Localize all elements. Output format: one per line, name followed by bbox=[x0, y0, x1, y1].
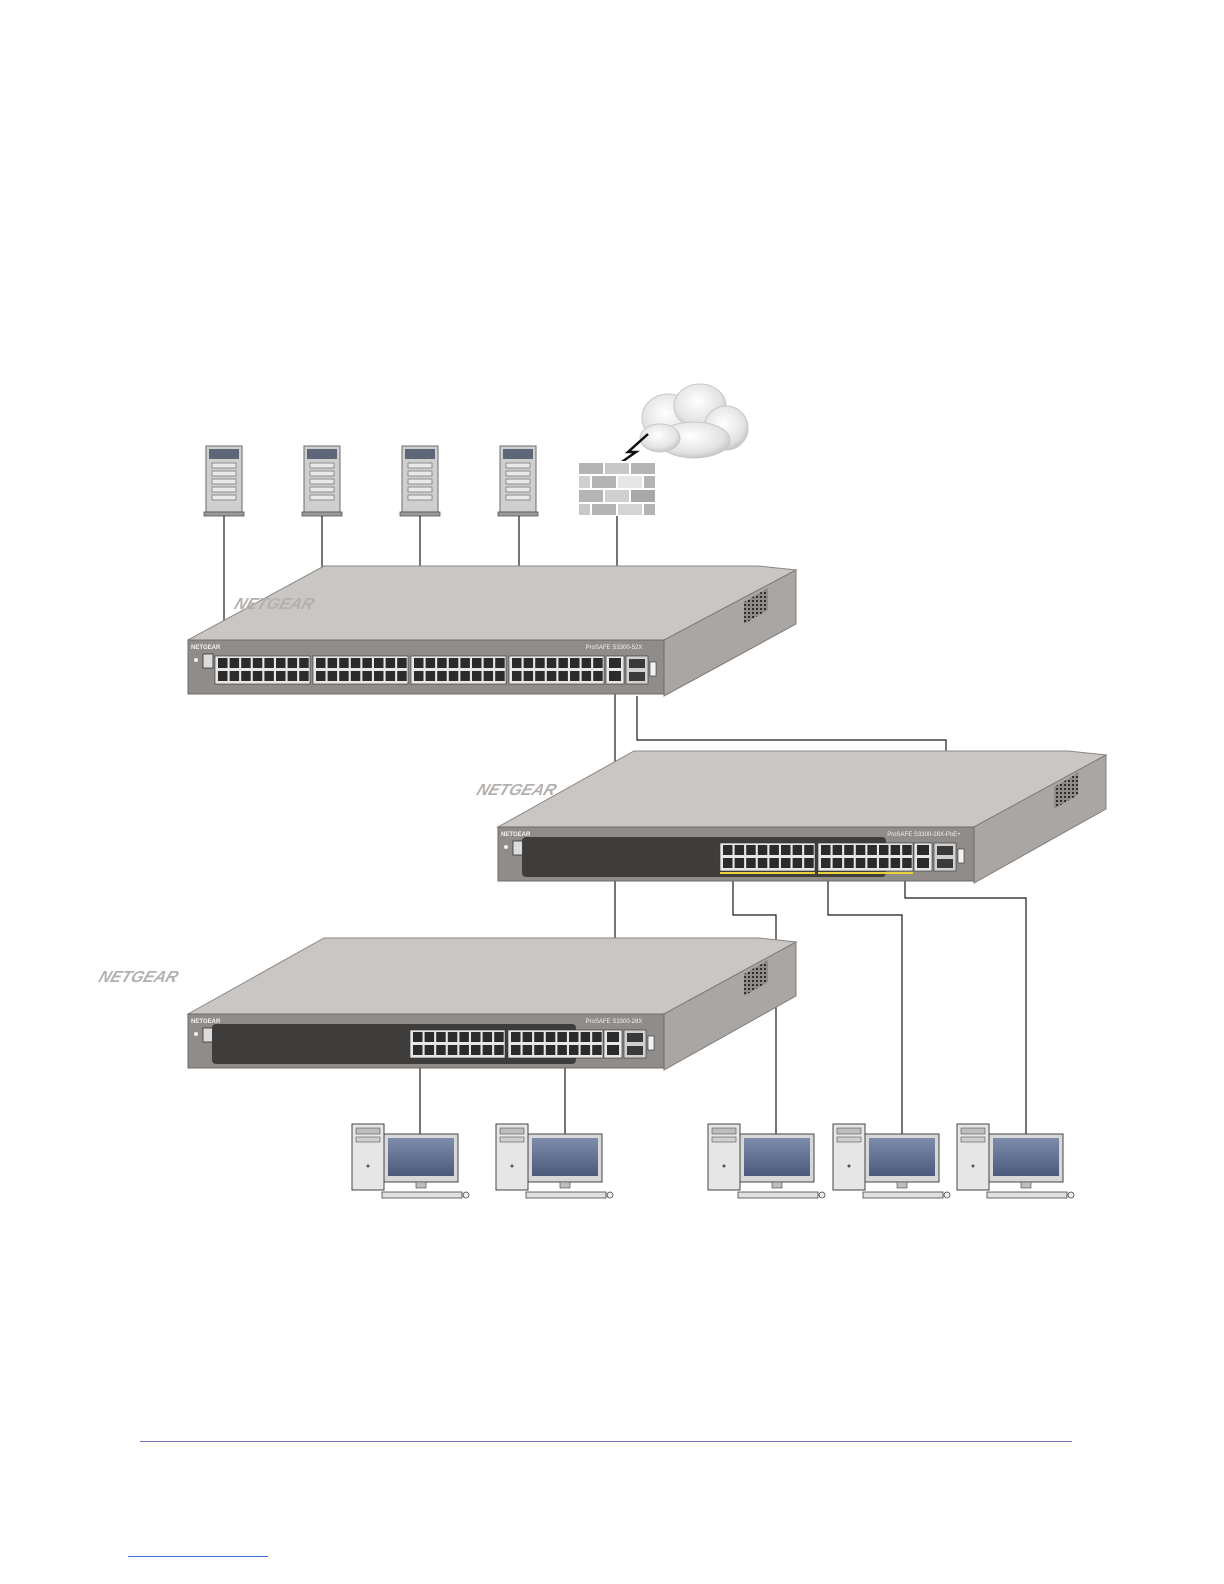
footer-link-underline bbox=[128, 1556, 268, 1557]
switch-model-label: ProSAFE S3300-52X bbox=[586, 645, 643, 651]
switch-model-label: ProSAFE S3300-28X-PoE+ bbox=[887, 832, 961, 838]
port-block bbox=[720, 843, 815, 874]
port-block bbox=[508, 1030, 603, 1058]
server-tower-icon bbox=[302, 446, 342, 516]
switch-top-logo: NETGEAR bbox=[474, 780, 559, 798]
port-block bbox=[509, 656, 604, 684]
switch-top-logo: NETGEAR bbox=[232, 594, 317, 612]
cable-middle-pc-5 bbox=[905, 878, 1026, 1134]
desktop-computer-icon bbox=[833, 1124, 950, 1198]
cable-middle-pc-4 bbox=[828, 878, 902, 1134]
switch-brand-label: NETGEAR bbox=[191, 645, 221, 651]
port-block bbox=[313, 656, 408, 684]
switch-model-label: ProSAFE S3300-28X bbox=[586, 1019, 643, 1025]
switch-top-logo: NETGEAR bbox=[96, 967, 181, 985]
server-tower-icon bbox=[498, 446, 538, 516]
desktop-computer-icon bbox=[352, 1124, 469, 1198]
desktop-computer-icon bbox=[708, 1124, 825, 1198]
server-tower-icon bbox=[204, 446, 244, 516]
internet-cloud-icon bbox=[640, 384, 748, 458]
server-tower-icon bbox=[400, 446, 440, 516]
desktop-computer-icon bbox=[957, 1124, 1074, 1198]
port-block bbox=[818, 843, 913, 874]
bottom-rule bbox=[140, 1441, 1072, 1442]
port-block bbox=[411, 656, 506, 684]
port-block bbox=[215, 656, 310, 684]
firewall-brick-icon bbox=[578, 462, 656, 516]
port-block bbox=[410, 1030, 505, 1058]
network-switch-icon: NETGEAR NETGEAR ProSAFE S3300-52X bbox=[188, 566, 796, 696]
desktop-computer-icon bbox=[496, 1124, 613, 1198]
